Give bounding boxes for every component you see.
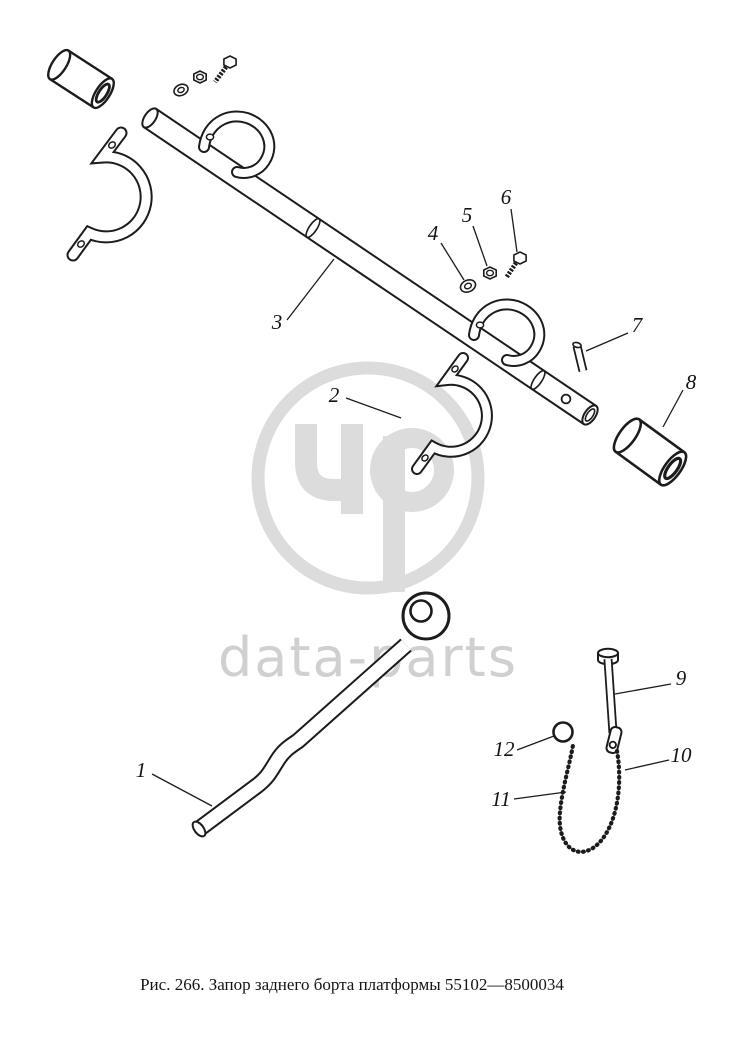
fastener-set-top — [173, 55, 237, 97]
part-label-3: 3 — [271, 310, 283, 334]
part-4-washer — [459, 279, 477, 293]
part-label-6: 6 — [501, 185, 512, 209]
part-label-1: 1 — [136, 758, 147, 782]
part-5-nut — [482, 266, 498, 280]
hook-bracket-rear — [468, 298, 546, 367]
part-label-2: 2 — [329, 383, 340, 407]
bolt-top-icon — [213, 55, 237, 84]
part-3-tube — [141, 107, 599, 426]
nut-top-icon — [193, 70, 207, 84]
part-label-5: 5 — [462, 203, 473, 227]
part-label-7: 7 — [632, 313, 644, 337]
part-1-lever — [191, 591, 451, 838]
part-10-11-chain — [557, 742, 622, 854]
part-12-ring — [552, 721, 574, 743]
part-label-9: 9 — [676, 666, 687, 690]
part-label-4: 4 — [428, 221, 439, 245]
part-label-10: 10 — [671, 743, 693, 767]
tube-hole — [560, 393, 572, 405]
watermark-logo — [251, 361, 485, 595]
part-label-8: 8 — [686, 370, 697, 394]
figure-caption: Рис. 266. Запор заднего борта платформы … — [140, 975, 564, 994]
clamp-spare — [66, 126, 153, 262]
part-7-pin — [572, 341, 588, 373]
part-9-pin — [597, 647, 623, 754]
bushing-spare — [47, 48, 115, 110]
part-8-bushing — [612, 417, 688, 487]
washer-top-icon — [173, 83, 189, 97]
part-label-12: 12 — [494, 737, 516, 761]
part-2-clamp — [411, 352, 493, 475]
leader-lines — [151, 208, 684, 807]
part-labels: 1 2 3 4 5 6 7 8 9 10 11 12 — [136, 185, 697, 811]
part-label-11: 11 — [491, 787, 510, 811]
part-6-bolt — [504, 251, 527, 280]
hook-bracket-front — [198, 110, 276, 179]
